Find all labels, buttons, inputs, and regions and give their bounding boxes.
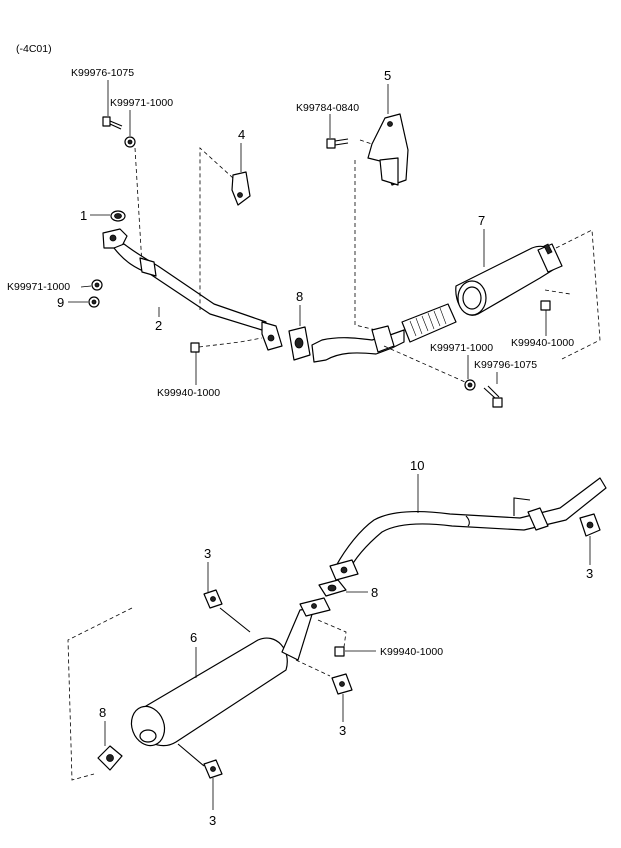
leader-line bbox=[317, 619, 347, 648]
callout-k99796-1075: K99796-1075 bbox=[474, 359, 537, 371]
hanger-rubber-part-3-a bbox=[579, 513, 601, 537]
hanger-part-4 bbox=[231, 171, 251, 206]
part-number-4: 4 bbox=[238, 127, 245, 142]
tail-pipe-part-10 bbox=[335, 477, 607, 573]
part-number-8-lower-a: 8 bbox=[371, 585, 378, 600]
callout-k99940-1000-lower: K99940-1000 bbox=[380, 646, 443, 658]
part-number-9: 9 bbox=[57, 295, 64, 310]
leader-line bbox=[80, 285, 92, 288]
hanger-rubber-part-3-d bbox=[203, 759, 223, 779]
part-number-3-a: 3 bbox=[586, 566, 593, 581]
leader-line bbox=[198, 337, 263, 348]
callout-k99971-1000-left: K99971-1000 bbox=[7, 281, 70, 293]
hanger-rod bbox=[177, 743, 205, 767]
part-number-6: 6 bbox=[190, 630, 197, 645]
leader-line bbox=[354, 160, 377, 331]
callout-k99940-1000-mid: K99940-1000 bbox=[157, 387, 220, 399]
main-muffler-part-6 bbox=[130, 597, 331, 747]
part-number-3-c: 3 bbox=[339, 723, 346, 738]
bracket-part-5 bbox=[367, 113, 409, 186]
leader-line bbox=[544, 289, 571, 295]
diagram-code: (-4C01) bbox=[16, 43, 52, 55]
part-number-3-d: 3 bbox=[209, 813, 216, 828]
leader-line bbox=[199, 147, 234, 310]
nut-k99940-1000-lower bbox=[334, 646, 345, 657]
bolt-k99796-1075 bbox=[483, 385, 503, 408]
nut-k99940-1000-mid bbox=[190, 342, 200, 353]
tail-pipe-flange bbox=[329, 559, 359, 581]
hanger-rubber-part-3-b bbox=[203, 589, 223, 609]
part-number-8-upper: 8 bbox=[296, 289, 303, 304]
callout-k99971-1000-right: K99971-1000 bbox=[430, 342, 493, 354]
callout-k99784-0840: K99784-0840 bbox=[296, 102, 359, 114]
nut-k99940-1000-right bbox=[540, 300, 551, 311]
nut-k99971-1000-right bbox=[464, 379, 476, 391]
gasket-part-8-upper bbox=[288, 326, 311, 361]
gasket-part-8-lower-b bbox=[97, 745, 123, 771]
bolt-k99784-0840 bbox=[326, 138, 349, 149]
leader-line bbox=[383, 345, 466, 383]
callout-k99976-1075: K99976-1075 bbox=[71, 67, 134, 79]
center-muffler-part-7 bbox=[311, 243, 563, 363]
callout-k99940-1000-right: K99940-1000 bbox=[511, 337, 574, 349]
nut-k99971-1000-top bbox=[124, 136, 136, 148]
part-number-2: 2 bbox=[155, 318, 162, 333]
leader-line bbox=[295, 659, 331, 677]
part-number-10: 10 bbox=[410, 458, 424, 473]
part-number-1: 1 bbox=[80, 208, 87, 223]
gasket-part-8-lower-a bbox=[318, 579, 347, 597]
callout-k99971-1000-top: K99971-1000 bbox=[110, 97, 173, 109]
hanger-rubber-part-3-c bbox=[331, 673, 353, 695]
hanger-rod bbox=[219, 607, 251, 633]
leader-line bbox=[359, 139, 373, 145]
washer-part-9 bbox=[88, 296, 100, 308]
gasket-part-1 bbox=[110, 210, 126, 222]
front-pipe-part-2 bbox=[102, 228, 283, 351]
leader-line bbox=[134, 147, 143, 266]
part-number-3-b: 3 bbox=[204, 546, 211, 561]
bolt-k99976-1075 bbox=[102, 116, 123, 130]
nut-k99971-1000-left bbox=[91, 279, 103, 291]
leader-line bbox=[67, 607, 133, 781]
part-number-7: 7 bbox=[478, 213, 485, 228]
part-number-8-lower-b: 8 bbox=[99, 705, 106, 720]
part-number-5: 5 bbox=[384, 68, 391, 83]
